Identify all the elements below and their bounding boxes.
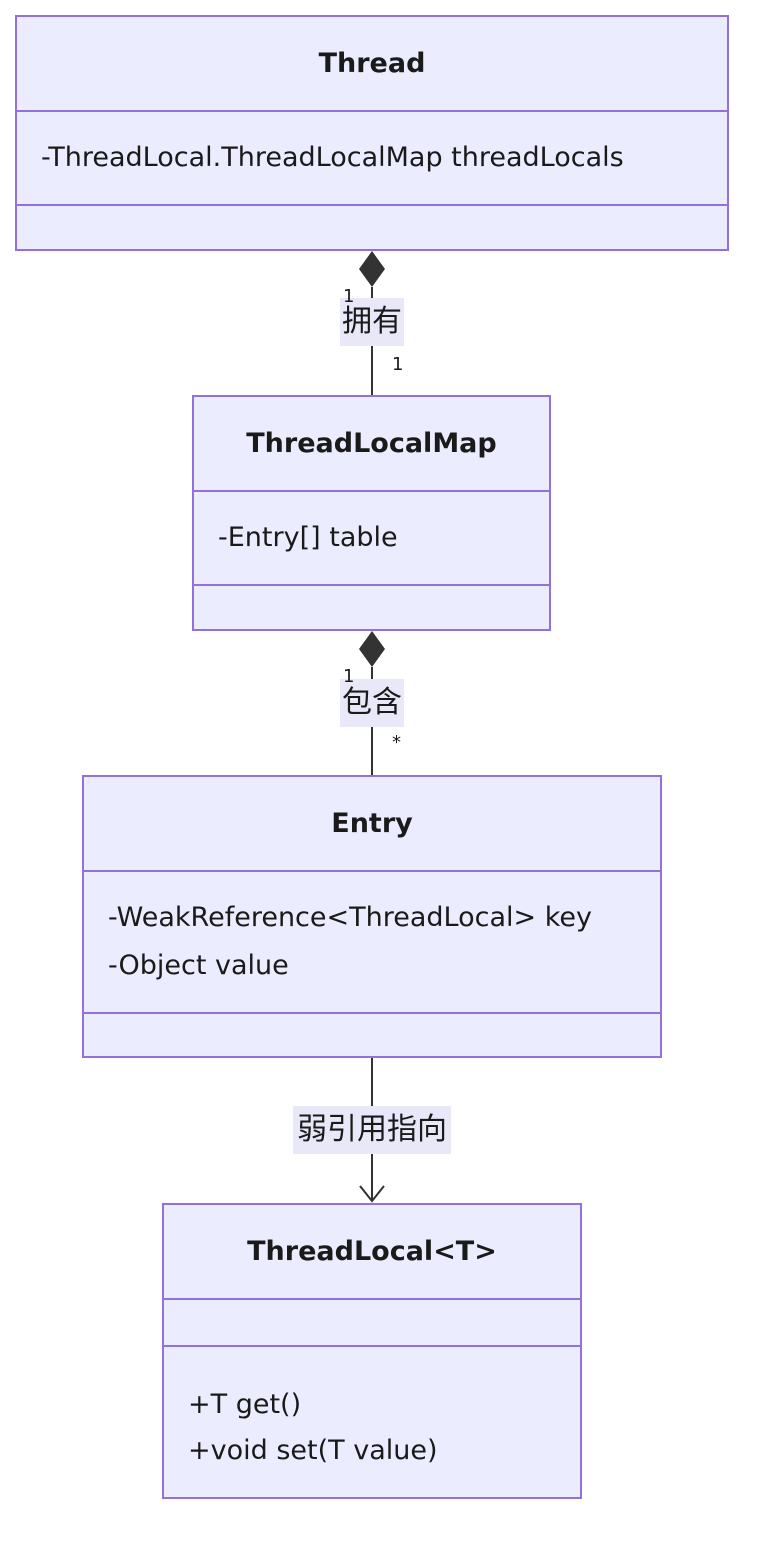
divider <box>17 110 727 112</box>
multiplicity-thread-side: 1 <box>343 286 355 307</box>
divider <box>84 870 660 872</box>
multiplicity-map-side: 1 <box>343 666 355 687</box>
divider <box>164 1298 580 1300</box>
divider <box>194 490 549 492</box>
class-attribute: -Entry[] table <box>218 522 398 553</box>
divider <box>194 584 549 586</box>
class-method: +void set(T value) <box>188 1435 438 1466</box>
arrowhead-icon <box>359 1185 385 1203</box>
multiplicity-entry-side: * <box>392 732 401 753</box>
divider <box>164 1345 580 1347</box>
composition-diamond-icon <box>359 251 385 287</box>
class-thread: Thread -ThreadLocal.ThreadLocalMap threa… <box>15 15 729 251</box>
class-attribute: -Object value <box>108 950 289 981</box>
class-name: ThreadLocal<T> <box>247 1236 497 1267</box>
divider <box>17 204 727 206</box>
class-method: +T get() <box>188 1389 302 1420</box>
class-threadlocal: ThreadLocal<T> +T get() +void set(T valu… <box>162 1203 582 1499</box>
relation-label-own: 拥有 <box>340 298 404 346</box>
class-attribute: -WeakReference<ThreadLocal> key <box>108 902 592 933</box>
divider <box>84 1012 660 1014</box>
multiplicity-map-side: 1 <box>392 354 404 375</box>
class-entry: Entry -WeakReference<ThreadLocal> key -O… <box>82 775 662 1058</box>
composition-diamond-icon <box>359 631 385 667</box>
class-name: ThreadLocalMap <box>246 428 497 459</box>
class-attribute: -ThreadLocal.ThreadLocalMap threadLocals <box>41 142 624 173</box>
class-name: Thread <box>318 48 426 79</box>
class-threadlocalmap: ThreadLocalMap -Entry[] table <box>192 395 551 631</box>
class-name: Entry <box>331 808 413 839</box>
relation-label-weak-reference: 弱引用指向 <box>293 1106 451 1154</box>
relation-label-contain: 包含 <box>340 679 404 727</box>
